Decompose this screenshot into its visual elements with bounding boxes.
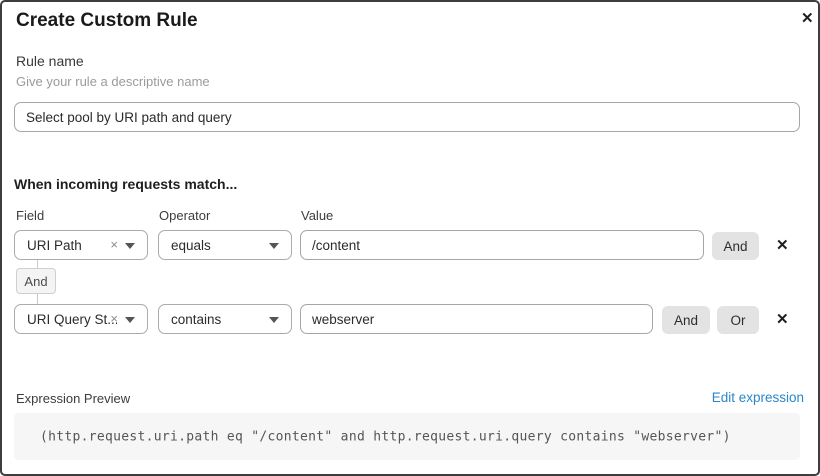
expression-preview-label: Expression Preview bbox=[16, 391, 131, 406]
operator-select-row-1[interactable]: equals bbox=[158, 230, 292, 260]
rule-name-input[interactable] bbox=[14, 102, 800, 132]
and-button-row-1[interactable]: And bbox=[712, 232, 759, 260]
field-select-row-2[interactable]: URI Query St... × bbox=[14, 304, 148, 334]
and-button-row-2[interactable]: And bbox=[662, 306, 710, 334]
expression-preview-box: (http.request.uri.path eq "/content" and… bbox=[14, 413, 800, 460]
and-connector-badge: And bbox=[16, 268, 56, 294]
match-section-heading: When incoming requests match... bbox=[14, 176, 238, 192]
dialog-title: Create Custom Rule bbox=[16, 10, 198, 31]
value-column-label: Value bbox=[301, 208, 334, 223]
chevron-down-icon bbox=[269, 243, 279, 249]
value-input-row-1[interactable] bbox=[300, 230, 704, 260]
clear-field-icon[interactable]: × bbox=[110, 237, 118, 252]
operator-column-label: Operator bbox=[159, 208, 211, 223]
close-icon[interactable]: ✕ bbox=[801, 10, 814, 27]
chevron-down-icon bbox=[125, 317, 135, 323]
chevron-down-icon bbox=[269, 317, 279, 323]
delete-row-icon[interactable]: ✕ bbox=[776, 311, 789, 328]
field-column-label: Field bbox=[16, 208, 45, 223]
operator-select-row-2-value: contains bbox=[171, 311, 222, 327]
field-select-row-2-value: URI Query St... bbox=[27, 311, 117, 327]
connector-line-bottom bbox=[37, 294, 38, 304]
expression-text: (http.request.uri.path eq "/content" and… bbox=[40, 429, 731, 444]
connector-line-top bbox=[37, 260, 38, 269]
edit-expression-link[interactable]: Edit expression bbox=[711, 390, 804, 405]
or-button-row-2[interactable]: Or bbox=[717, 306, 759, 334]
clear-field-icon[interactable]: × bbox=[110, 311, 118, 326]
operator-select-row-1-value: equals bbox=[171, 237, 211, 253]
field-select-row-1[interactable]: URI Path × bbox=[14, 230, 148, 260]
field-select-row-1-value: URI Path bbox=[27, 237, 82, 253]
operator-select-row-2[interactable]: contains bbox=[158, 304, 292, 334]
chevron-down-icon bbox=[125, 243, 135, 249]
rule-name-label: Rule name bbox=[16, 53, 84, 69]
value-input-row-2[interactable] bbox=[300, 304, 653, 334]
rule-name-hint: Give your rule a descriptive name bbox=[16, 74, 210, 89]
delete-row-icon[interactable]: ✕ bbox=[776, 237, 789, 254]
